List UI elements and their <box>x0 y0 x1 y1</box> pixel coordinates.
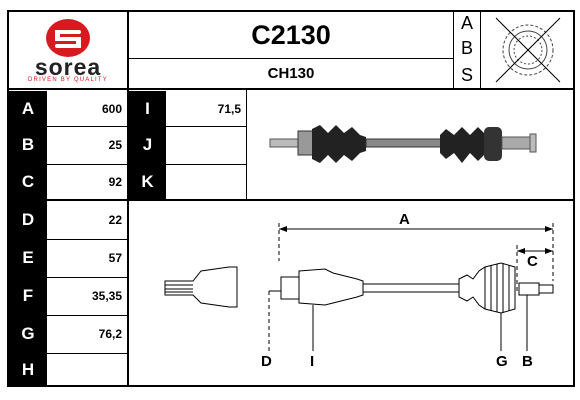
spec-row-divider <box>47 239 127 240</box>
spec-value-a: 600 <box>101 101 122 116</box>
spec-letter-d: D <box>9 201 47 239</box>
spec-value-f: 35,35 <box>91 289 122 303</box>
spec-value-k <box>166 164 246 199</box>
spec-value-i: 71,5 <box>217 101 241 116</box>
title-sub-line <box>128 58 453 59</box>
spec-row-divider <box>166 164 246 165</box>
spec-row-divider <box>166 126 246 127</box>
abs-letter-b: B <box>460 37 473 58</box>
spec-letter-a: A <box>9 91 47 126</box>
logo-divider <box>127 10 129 387</box>
spec-row-divider <box>47 126 127 127</box>
spec-letter-i: I <box>129 91 166 126</box>
spec-value-g: 76,2 <box>98 327 122 341</box>
part-reference: CH130 <box>267 65 315 82</box>
dim-label-a: A <box>399 211 410 228</box>
spec-row-divider <box>47 353 127 354</box>
abs-letter-a: A <box>460 13 473 33</box>
dim-label-g: G <box>496 353 508 370</box>
driveshaft-photo <box>248 91 573 198</box>
spec-right-border <box>246 90 247 200</box>
row-line-c-d <box>7 199 575 201</box>
dim-label-c: C <box>527 253 538 270</box>
dim-label-d: D <box>261 353 272 370</box>
spec-value-h <box>47 353 127 387</box>
brand-tagline: DRIVEN BY QUALITY <box>28 77 108 83</box>
spec-value-c: 92 <box>108 174 122 189</box>
spec-letter-h: H <box>9 353 47 387</box>
spec-letter-g: G <box>9 315 47 353</box>
spec-letter-b: B <box>9 126 47 164</box>
brand-name: sorea <box>34 54 102 80</box>
spec-letter-e: E <box>9 239 47 277</box>
spec-row-divider <box>47 315 127 316</box>
header-bottom-line <box>7 88 575 90</box>
dim-label-b: B <box>522 353 533 370</box>
part-number: C2130 <box>251 19 331 50</box>
spec-value-e: 57 <box>108 251 122 265</box>
spec-value-d: 22 <box>108 213 122 227</box>
technical-diagram: A C D I G B <box>129 201 573 385</box>
abs-ring-crossed-icon <box>482 12 573 88</box>
spec-row-divider <box>47 277 127 278</box>
spec-letter-k: K <box>129 164 166 199</box>
abs-divider <box>480 10 481 90</box>
spec-value-j <box>166 126 246 164</box>
title-divider <box>453 10 454 90</box>
abs-letter-s: S <box>460 64 473 85</box>
spec-value-b: 25 <box>108 138 122 152</box>
spec-letter-c: C <box>9 164 47 199</box>
spec-letter-f: F <box>9 277 47 315</box>
spec-row-divider <box>47 164 127 165</box>
sheet-frame <box>7 10 575 387</box>
spec-letter-j: J <box>129 126 166 164</box>
sorea-logo-mark <box>46 19 90 57</box>
sorea-logo: sorea DRIVEN BY QUALITY <box>9 12 127 88</box>
dim-label-i: I <box>310 353 315 370</box>
